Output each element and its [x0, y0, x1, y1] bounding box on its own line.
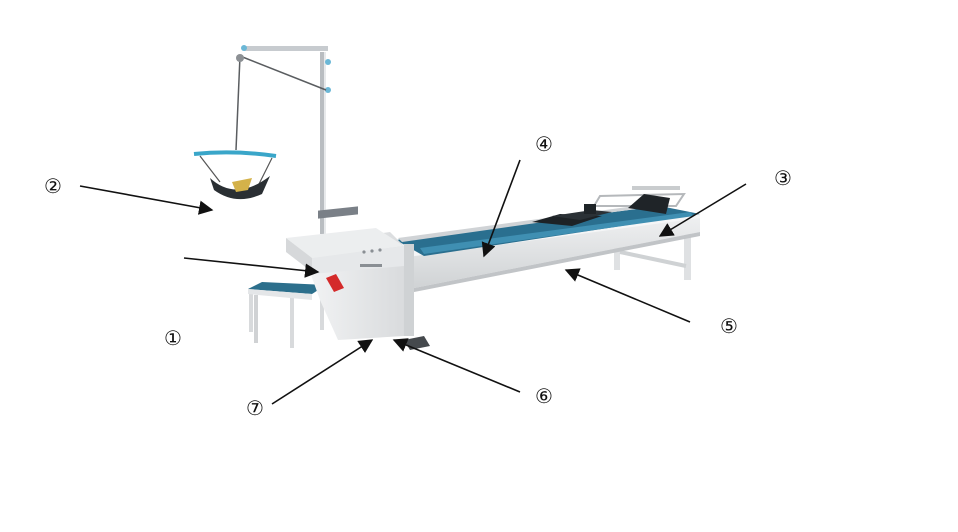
stool: [248, 282, 326, 348]
arrow-6: [392, 338, 521, 393]
callout-4: ④: [535, 132, 553, 156]
callout-7: ⑦: [246, 396, 264, 420]
foot-pedal: [404, 336, 430, 350]
arrow-3: [658, 183, 747, 237]
arrow-7: [271, 339, 374, 405]
control-cabinet: [286, 206, 430, 350]
arrow-5: [564, 268, 691, 323]
callout-3: ③: [774, 166, 792, 190]
arrow-4: [481, 159, 521, 258]
callout-6: ⑥: [535, 384, 553, 408]
neck-traction-frame: [193, 45, 331, 234]
bed-legs: [614, 226, 691, 280]
brand-badge: [326, 274, 344, 292]
callout-2: ②: [44, 174, 62, 198]
arrow-2: [79, 185, 214, 215]
callout-5: ⑤: [720, 314, 738, 338]
callout-arrows: [79, 159, 747, 405]
arrow-1: [183, 257, 320, 278]
callout-1: ①: [164, 326, 182, 350]
